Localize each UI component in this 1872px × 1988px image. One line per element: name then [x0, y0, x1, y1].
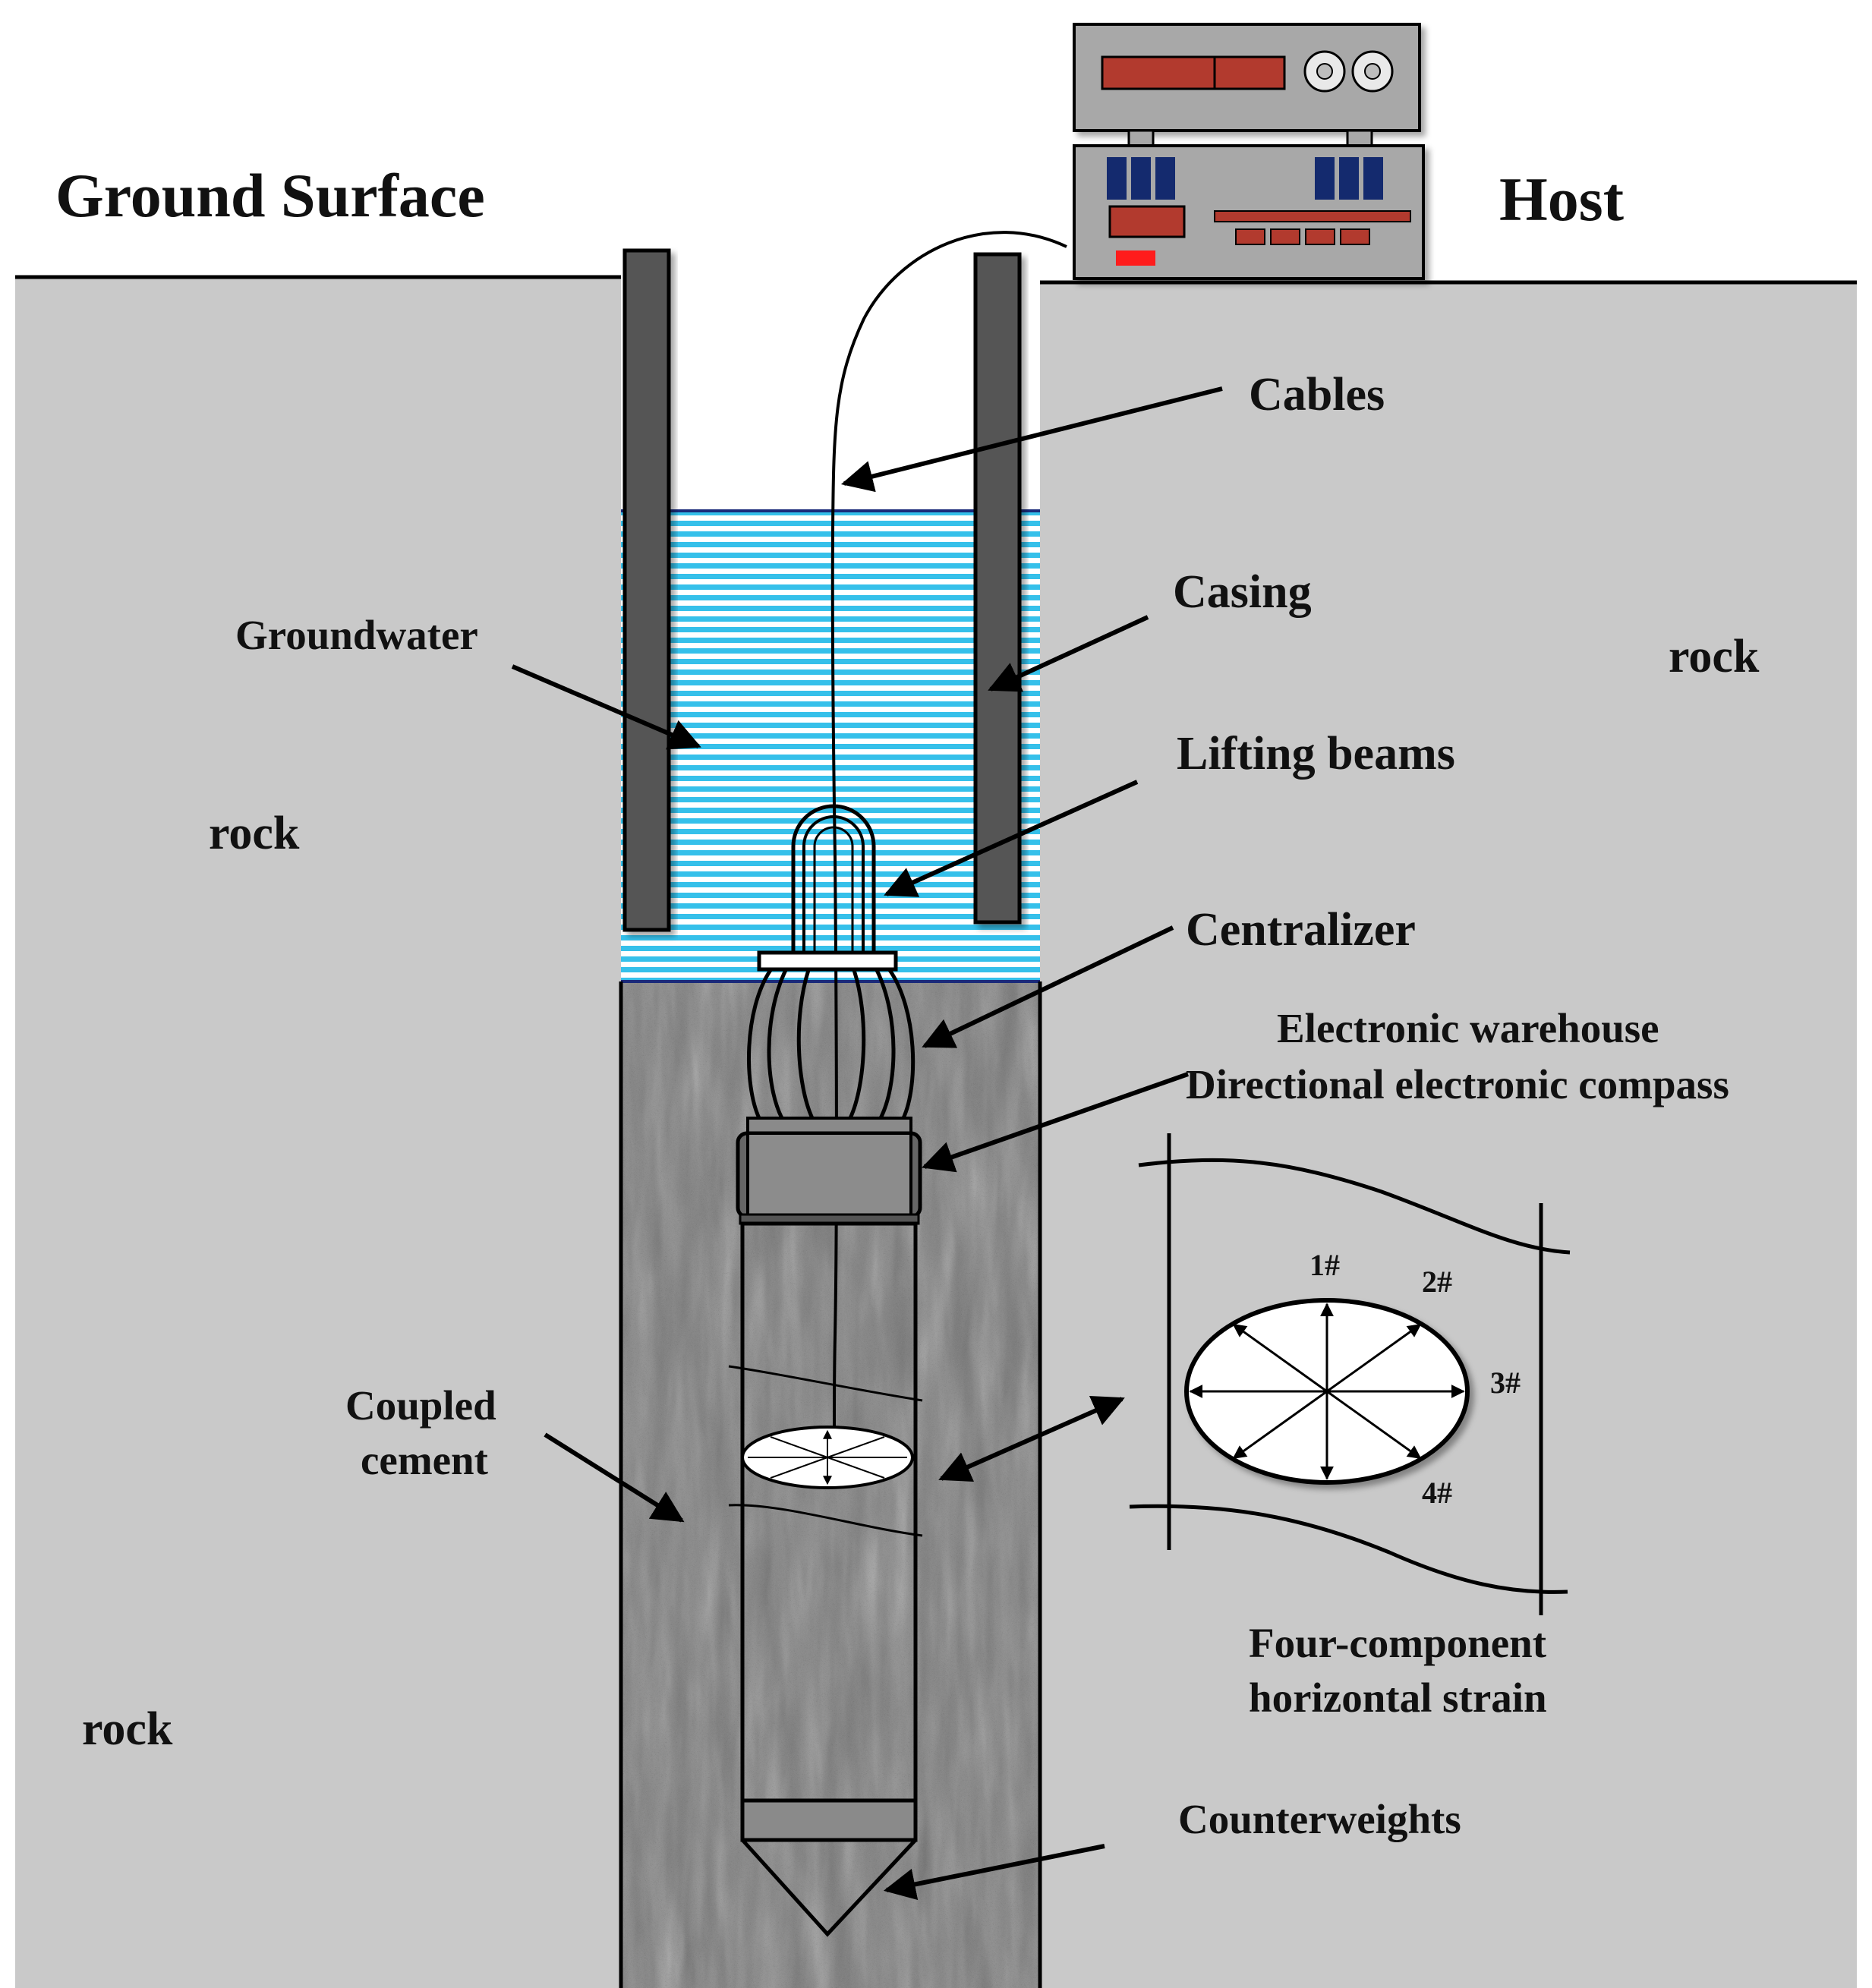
casing-label: Casing [1173, 566, 1312, 618]
lifting-beams [757, 804, 898, 972]
four-component-label-line1: Four-component [1249, 1620, 1547, 1666]
ground-surface-label: Ground Surface [55, 161, 485, 230]
strain-label-1: 1# [1309, 1248, 1340, 1282]
lifting-beams-label: Lifting beams [1177, 728, 1455, 780]
cables-label: Cables [1249, 369, 1385, 421]
rock-label-right: rock [1669, 631, 1760, 682]
casing-left [622, 248, 671, 932]
centralizer [747, 969, 916, 1120]
borehole-strainmeter-icon [728, 1117, 923, 1937]
groundwater-arrow [511, 664, 701, 750]
electronic-warehouse-label: Electronic warehouse [1277, 1005, 1659, 1051]
coupled-cement-label-line2: cement [361, 1437, 489, 1483]
strain-label-3: 3# [1490, 1366, 1521, 1400]
rock-label-left-lower: rock [82, 1703, 173, 1755]
counterweights-arrow [883, 1844, 1105, 1901]
lifting-beams-arrow [884, 780, 1139, 897]
pointer-arrows [511, 386, 1223, 1901]
coupled-cement-arrow [544, 1432, 685, 1523]
coupled-cement-label-line1: Coupled [345, 1382, 496, 1429]
rock-left [15, 277, 621, 1988]
centralizer-label: Centralizer [1186, 904, 1416, 956]
casing-right [973, 252, 1022, 925]
directional-compass-label: Directional electronic compass [1186, 1061, 1729, 1107]
cables-arrow [840, 386, 1223, 493]
rock-right [1040, 282, 1857, 1988]
electronic-warehouse-arrow [922, 1072, 1189, 1173]
rock-label-left-upper: rock [209, 808, 300, 859]
strain-label-2: 2# [1422, 1265, 1452, 1299]
casing-arrow [988, 615, 1149, 692]
cable [830, 231, 1067, 1470]
strain-detail-arrow [938, 1396, 1125, 1482]
knob-icon [1303, 50, 1394, 93]
strain-label-4: 4# [1422, 1476, 1452, 1510]
groundwater-label: Groundwater [235, 612, 478, 658]
data-logger-icon [1073, 23, 1425, 280]
centralizer-arrow [922, 925, 1174, 1048]
strain-detail: 1# 2# 3# 4# [1129, 1133, 1571, 1615]
four-component-label-line2: horizontal strain [1249, 1675, 1547, 1721]
host-label: Host [1499, 165, 1624, 234]
counterweights-label: Counterweights [1178, 1796, 1461, 1842]
